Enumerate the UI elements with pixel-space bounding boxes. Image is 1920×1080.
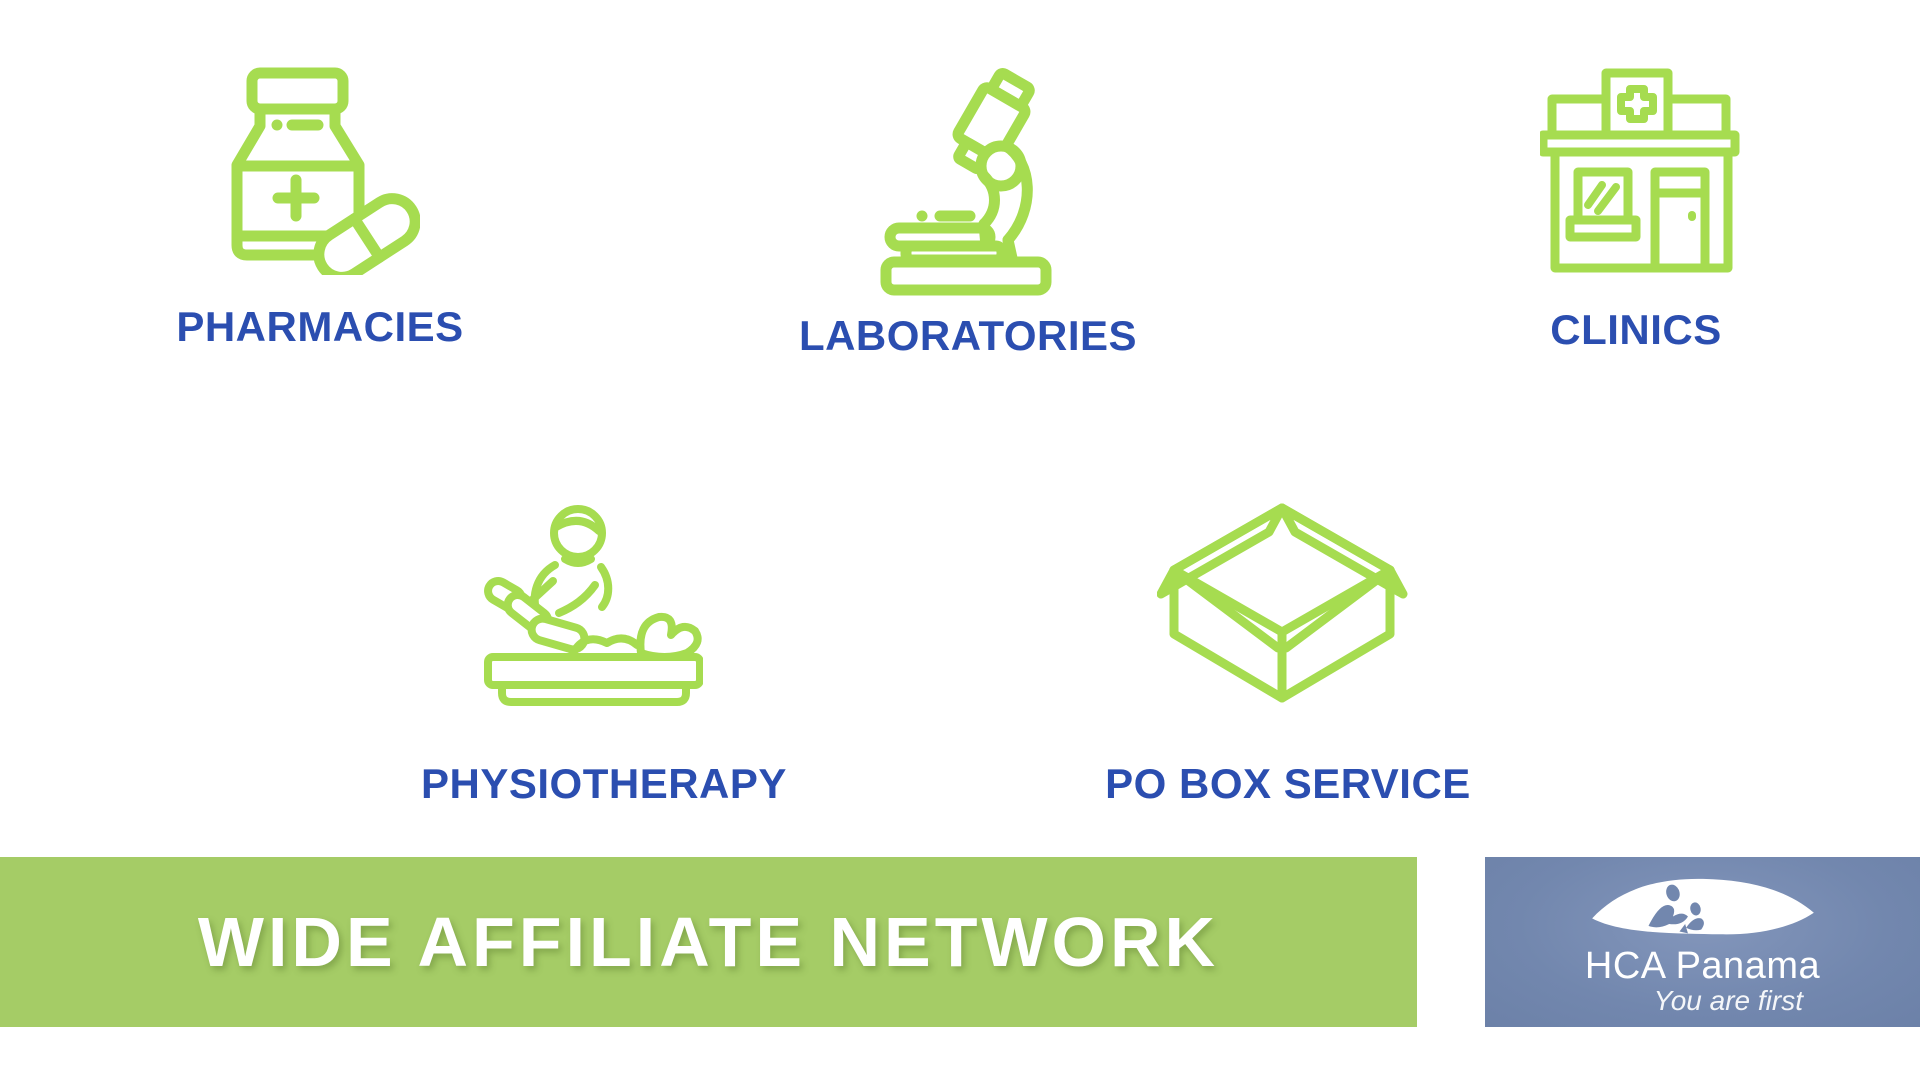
pill-bottle-icon (231, 67, 420, 275)
item-label-po-box-service: PO BOX SERVICE (1105, 760, 1471, 807)
item-label-pharmacies: PHARMACIES (176, 303, 464, 350)
logo-name: HCA Panama (1584, 945, 1821, 987)
microscope-icon (880, 68, 1052, 296)
item-label-laboratories: LABORATORIES (798, 312, 1138, 359)
affiliate-banner: WIDE AFFILIATE NETWORK (0, 857, 1417, 1027)
open-box-icon (1157, 503, 1408, 703)
hca-logo-panel: HCA Panama You are first (1485, 857, 1920, 1027)
item-label-physiotherapy: PHYSIOTHERAPY (421, 760, 787, 807)
logo-tagline: You are first (1653, 985, 1803, 1016)
physiotherapy-icon (484, 505, 703, 706)
item-label-clinics: CLINICS (1550, 306, 1722, 353)
leaf-family-icon (1592, 878, 1814, 935)
clinic-building-icon (1540, 68, 1740, 273)
banner-title: WIDE AFFILIATE NETWORK (197, 903, 1220, 981)
